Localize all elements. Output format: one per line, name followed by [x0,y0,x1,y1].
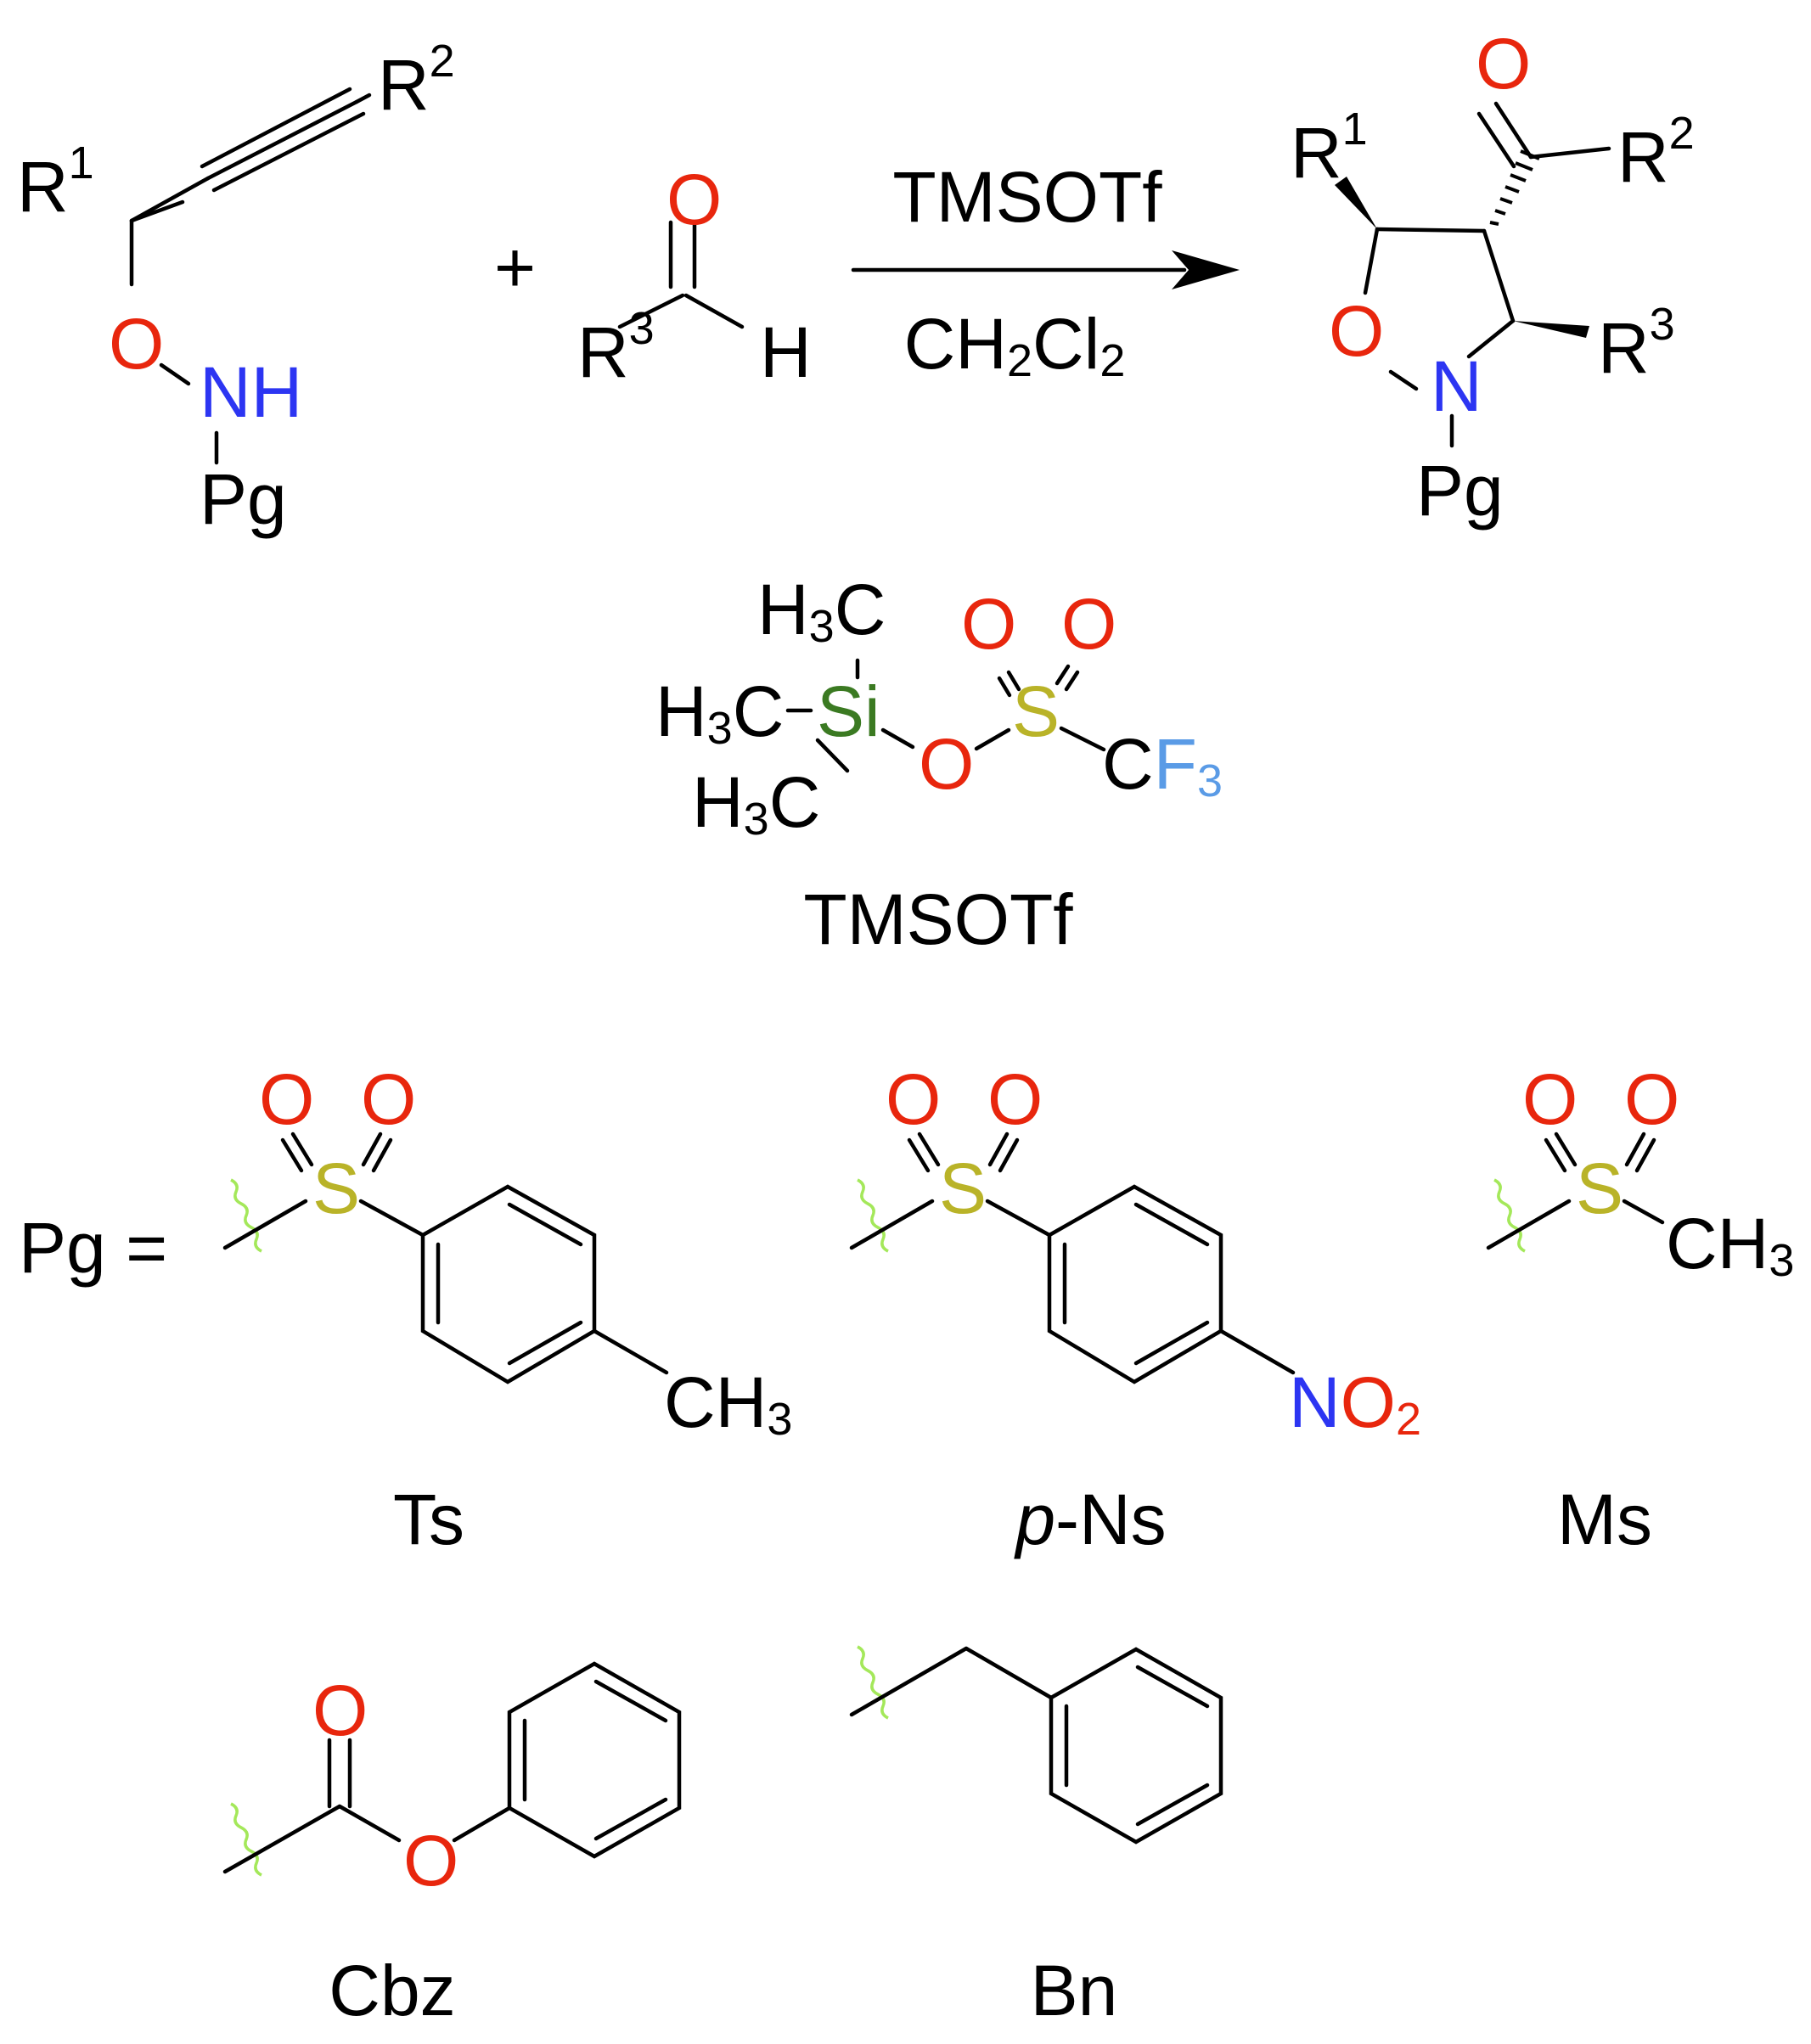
product-ring-oxygen: O [1329,291,1384,371]
ms-oxygen-right: O [1624,1059,1679,1139]
pg-equals-label: Pg = [19,1208,167,1288]
tmsotf-structure: H3C H3C H3C Si O S O O CF3 [655,570,1223,845]
ts-sulfur-label: S [312,1148,360,1228]
aldehyde-r3-label: R3 [577,303,655,392]
substrate-pg: Pg [200,459,287,539]
ts-oxygen-left: O [259,1059,314,1139]
cbz-attachment-wavy [230,1802,262,1877]
product-pg: Pg [1416,451,1504,531]
pg-ms-structure: S O O CH3 [1486,1059,1794,1286]
pg-ms-name: Ms [1557,1480,1652,1559]
pg-cbz-name: Cbz [329,1951,455,2030]
substrate-nh: NH [200,352,302,432]
tmsotf-name: TMSOTf [803,879,1073,959]
ts-methyl: CH3 [664,1362,792,1445]
arrow-solvent: CH2Cl2 [904,304,1126,386]
bn-attachment-wavy [857,1645,889,1720]
pns-sulfur: S [939,1148,987,1228]
pns-oxygen-left: O [886,1059,941,1139]
tmsotf-methyl-left: H3C [655,671,784,754]
ts-oxygen-right: O [361,1059,416,1139]
cbz-carbonyl-oxygen: O [312,1671,368,1750]
product-r3-label: R3 [1598,299,1675,388]
tmsotf-bridge-oxygen: O [919,724,974,804]
pg-pns-name: p-Ns [1013,1480,1166,1559]
product-ring-nitrogen: N [1431,346,1482,426]
tmsotf-oxygen-top-right: O [1061,584,1116,664]
tmsotf-silicon: Si [817,671,880,751]
pg-ts-name: Ts [393,1480,464,1559]
plus-sign: + [494,227,536,307]
ms-sulfur: S [1576,1148,1623,1228]
substrate-molecule: R1 R2 O NH Pg [17,36,455,539]
arrow-reagent: TMSOTf [892,157,1162,237]
ts-attachment-wavy [230,1178,262,1253]
tmsotf-methyl-top: H3C [757,570,886,652]
pns-oxygen-right: O [987,1059,1043,1139]
cbz-ester-oxygen: O [403,1821,458,1901]
ms-attachment-wavy [1493,1178,1526,1253]
product-carbonyl-oxygen: O [1476,24,1531,104]
substrate-r2-label: R2 [378,36,455,125]
pg-ts-structure: NH S O O CH3 [222,1059,792,1445]
product-r2-label: R2 [1617,108,1695,197]
substrate-oxygen: O [109,304,164,384]
ms-methyl: CH3 [1666,1204,1794,1286]
tmsotf-methyl-bottom: H3C [692,762,820,845]
pns-attachment-wavy [857,1178,889,1253]
pg-bn-structure [849,1645,1223,1845]
aldehyde-oxygen: O [666,160,722,239]
product-molecule: O R1 R2 R3 O N Pg [1291,24,1695,531]
aldehyde-h: H [760,312,812,392]
pg-cbz-structure: O O [222,1661,682,1901]
ms-oxygen-left: O [1522,1059,1578,1139]
pns-nitro: NO2 [1289,1362,1421,1445]
tmsotf-cf3: CF3 [1102,724,1223,806]
tmsotf-sulfur: S [1012,671,1060,751]
pg-pns-structure: S O O NO2 [849,1059,1421,1445]
reaction-arrow [851,250,1240,289]
aldehyde-molecule: O H R3 [577,160,812,392]
tmsotf-oxygen-top-left: O [961,584,1016,664]
product-r1-label: R1 [1291,104,1368,193]
pg-bn-name: Bn [1031,1951,1118,2030]
substrate-r1-label: R1 [17,138,94,227]
